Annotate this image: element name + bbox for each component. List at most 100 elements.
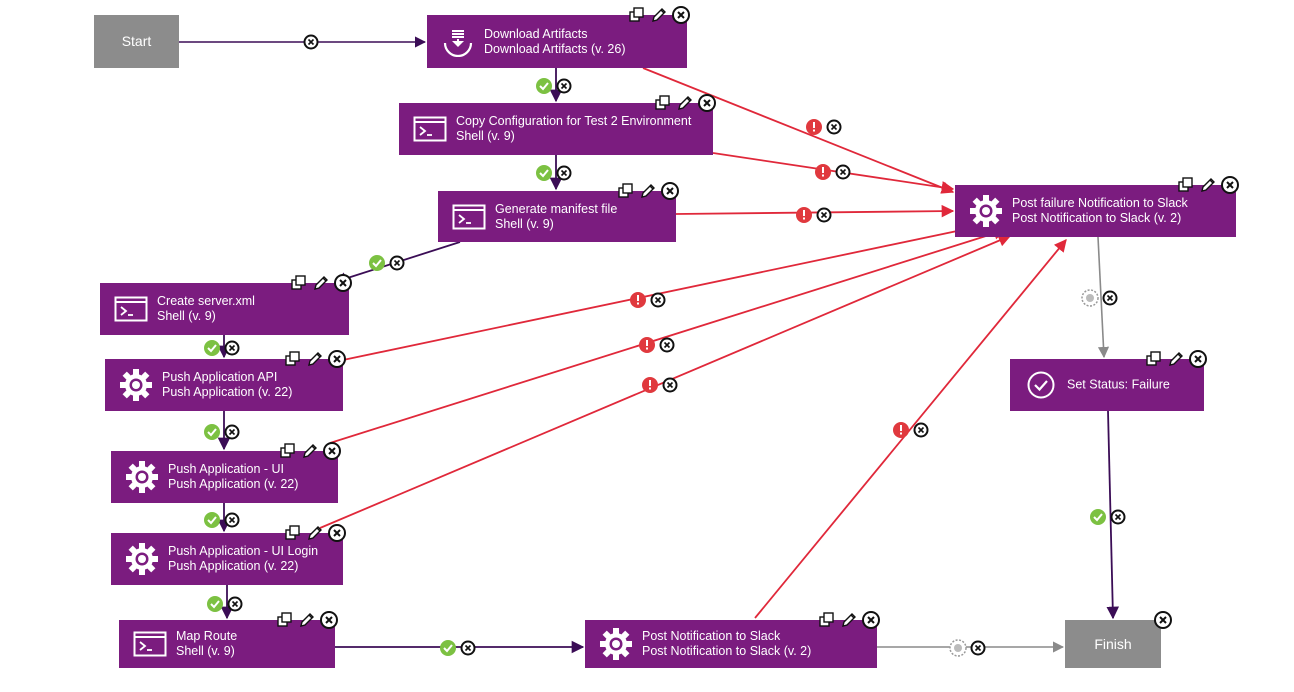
edge-failure[interactable] xyxy=(342,218,1002,361)
step-subtitle: Download Artifacts (v. 26) xyxy=(484,41,626,56)
delete-icon[interactable] xyxy=(1220,175,1240,195)
edge-badge-failure[interactable] xyxy=(642,377,678,393)
step-set-status-failure[interactable]: Set Status: Failure xyxy=(1010,350,1207,411)
edit-icon[interactable] xyxy=(311,273,331,293)
edge-badge-success[interactable] xyxy=(536,165,572,181)
edge-success[interactable] xyxy=(1106,410,1120,620)
delete-icon[interactable] xyxy=(1153,610,1173,630)
edge-badge-success[interactable] xyxy=(204,340,240,356)
step-subtitle: Push Application (v. 22) xyxy=(162,385,293,399)
edge-badge-success[interactable] xyxy=(440,640,476,656)
copy-icon[interactable] xyxy=(817,610,837,630)
step-title: Copy Configuration for Test 2 Environmen… xyxy=(456,114,692,128)
edit-icon[interactable] xyxy=(675,93,695,113)
edit-icon[interactable] xyxy=(649,5,669,25)
delete-icon[interactable] xyxy=(319,610,339,630)
copy-icon[interactable] xyxy=(1144,349,1164,369)
finish-node[interactable]: Finish xyxy=(1065,611,1172,668)
edge-failure[interactable] xyxy=(712,152,955,194)
edge-badge-always[interactable] xyxy=(303,34,319,50)
edge-badge-success[interactable] xyxy=(536,78,572,94)
delete-icon[interactable] xyxy=(333,273,353,293)
gear-icon xyxy=(969,195,1003,227)
copy-icon[interactable] xyxy=(627,5,647,25)
finish-label: Finish xyxy=(1094,635,1132,652)
step-title: Push Application - UI xyxy=(168,462,285,476)
edit-icon[interactable] xyxy=(839,610,859,630)
edge-badge-always[interactable] xyxy=(949,639,986,657)
step-subtitle: Post Notification to Slack (v. 2) xyxy=(1012,211,1182,225)
step-title: Generate manifest file xyxy=(495,201,618,216)
delete-icon[interactable] xyxy=(327,523,347,543)
edit-icon[interactable] xyxy=(297,610,317,630)
step-subtitle: Shell (v. 9) xyxy=(495,216,554,231)
edge-badge-success[interactable] xyxy=(204,424,240,440)
copy-icon[interactable] xyxy=(283,523,303,543)
gear-icon xyxy=(119,369,153,401)
delete-icon[interactable] xyxy=(660,181,680,201)
edge-badge-success[interactable] xyxy=(204,512,240,528)
gear-icon xyxy=(125,543,159,575)
edge-badge-failure[interactable] xyxy=(893,422,929,438)
delete-icon[interactable] xyxy=(327,349,347,369)
step-subtitle: Shell (v. 9) xyxy=(176,644,235,658)
edit-icon[interactable] xyxy=(1198,175,1218,195)
step-title: Map Route xyxy=(176,629,238,643)
copy-icon[interactable] xyxy=(653,93,673,113)
edge-badge-failure[interactable] xyxy=(806,119,842,135)
copy-icon[interactable] xyxy=(278,441,298,461)
edge-badge-success[interactable] xyxy=(1090,509,1126,525)
delete-icon[interactable] xyxy=(671,5,691,25)
terminal-icon xyxy=(452,202,486,232)
delete-icon[interactable] xyxy=(322,441,342,461)
edit-icon[interactable] xyxy=(300,441,320,461)
copy-icon[interactable] xyxy=(1176,175,1196,195)
step-subtitle: Push Application (v. 22) xyxy=(168,477,299,491)
edge-badge-success[interactable] xyxy=(207,596,243,612)
delete-icon[interactable] xyxy=(697,93,717,113)
edge-badge-always[interactable] xyxy=(1081,289,1118,307)
step-title: Push Application - UI Login xyxy=(168,544,319,558)
edge-always[interactable] xyxy=(1097,236,1110,359)
edge-badge-failure[interactable] xyxy=(639,337,675,353)
terminal-icon xyxy=(133,629,167,659)
copy-icon[interactable] xyxy=(275,610,295,630)
edge-failure[interactable] xyxy=(642,67,955,194)
gear-icon xyxy=(125,461,159,493)
step-title: Post failure Notification to Slack xyxy=(1012,196,1188,210)
step-title: Download Artifacts xyxy=(484,26,588,41)
step-title: Create server.xml xyxy=(157,294,255,308)
edge-failure[interactable] xyxy=(754,239,1067,619)
edge-failure[interactable] xyxy=(329,227,1007,444)
check-circle-icon xyxy=(1024,370,1058,400)
delete-icon[interactable] xyxy=(861,610,881,630)
edit-icon[interactable] xyxy=(1166,349,1186,369)
copy-icon[interactable] xyxy=(616,181,636,201)
start-label: Start xyxy=(121,33,152,49)
step-subtitle: Push Application (v. 22) xyxy=(168,559,299,573)
gear-icon xyxy=(599,628,633,660)
start-node[interactable]: Start xyxy=(94,15,179,68)
edge-failure[interactable] xyxy=(675,204,955,218)
copy-icon[interactable] xyxy=(283,349,303,369)
step-copy-configuration[interactable]: Copy Configuration for Test 2 Environmen… xyxy=(399,94,716,155)
edge-badge-failure[interactable] xyxy=(796,207,832,223)
edit-icon[interactable] xyxy=(305,523,325,543)
edge-badge-failure[interactable] xyxy=(815,164,851,180)
edit-icon[interactable] xyxy=(638,181,658,201)
edge-badge-failure[interactable] xyxy=(630,292,666,308)
edge-badge-success[interactable] xyxy=(369,255,405,271)
copy-icon[interactable] xyxy=(289,273,309,293)
edit-icon[interactable] xyxy=(305,349,325,369)
delete-icon[interactable] xyxy=(1188,349,1208,369)
